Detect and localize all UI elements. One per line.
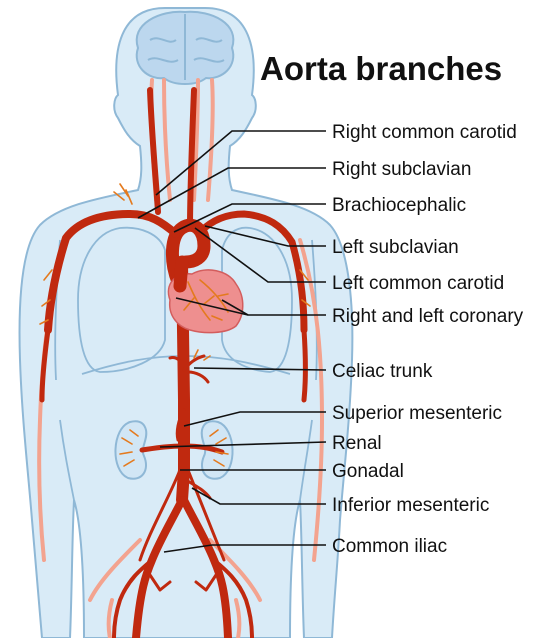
label-right-subclavian: Right subclavian <box>332 159 471 180</box>
brain <box>137 12 234 84</box>
label-left-subclavian: Left subclavian <box>332 237 459 258</box>
label-celiac-trunk: Celiac trunk <box>332 361 433 382</box>
label-common-iliac: Common iliac <box>332 536 447 557</box>
label-renal: Renal <box>332 433 382 454</box>
label-coronary: Right and left coronary <box>332 306 524 327</box>
diagram-title: Aorta branches <box>260 50 502 87</box>
label-right-common-carotid: Right common carotid <box>332 122 517 143</box>
label-inferior-mesenteric: Inferior mesenteric <box>332 495 489 516</box>
aortic-root <box>180 262 182 286</box>
label-gonadal: Gonadal <box>332 461 404 482</box>
label-superior-mesenteric: Superior mesenteric <box>332 403 502 424</box>
label-left-common-carotid: Left common carotid <box>332 273 504 294</box>
label-group: Right common carotid Right subclavian Br… <box>332 122 524 557</box>
label-brachiocephalic: Brachiocephalic <box>332 195 466 216</box>
